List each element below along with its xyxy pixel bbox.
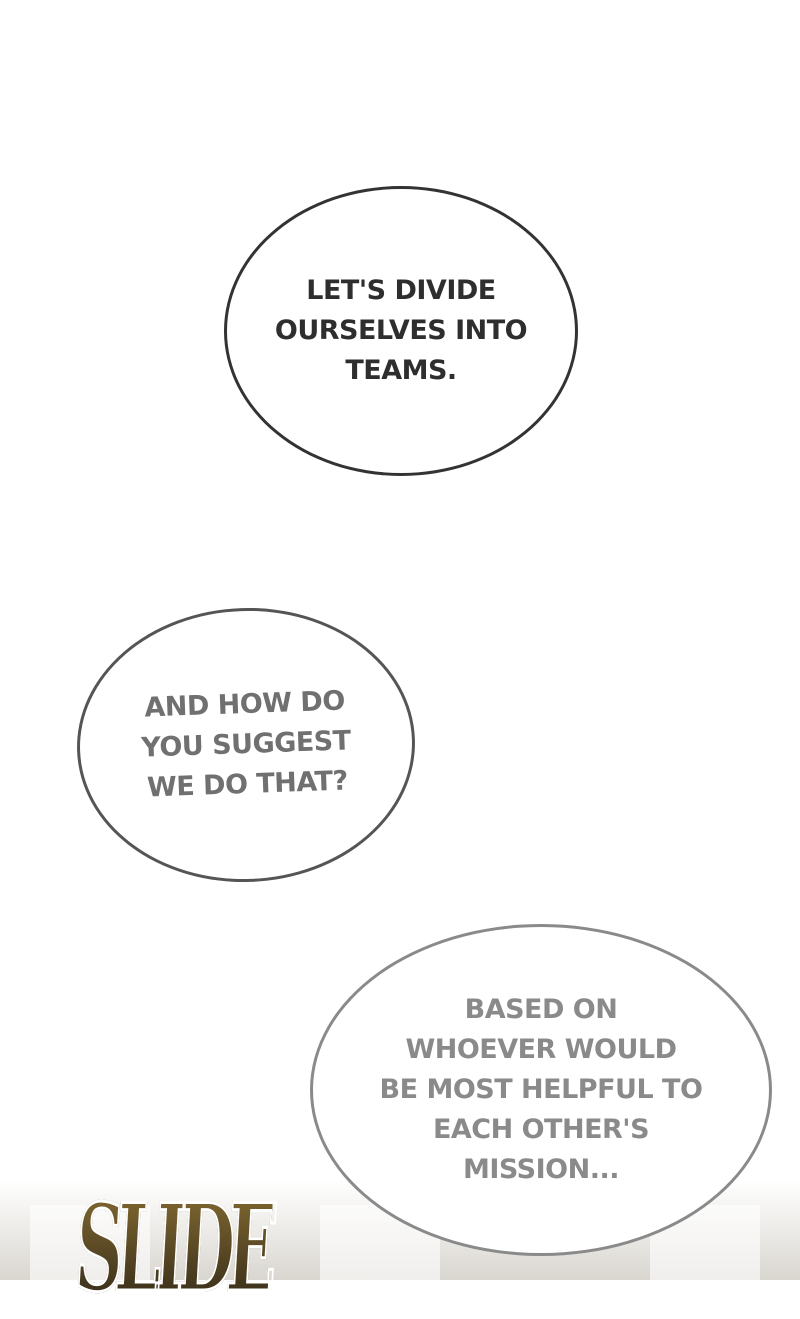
sound-effect-text: SLIDE [71, 1177, 275, 1319]
speech-text: LET'S DIVIDE OURSELVES INTO TEAMS. [274, 275, 528, 386]
speech-text: BASED ON WHOEVER WOULD BE MOST HELPFUL T… [379, 994, 703, 1185]
speech-bubble-2: AND HOW DO YOU SUGGEST WE DO THAT? [72, 602, 420, 888]
speech-text: AND HOW DO YOU SUGGEST WE DO THAT? [140, 685, 352, 804]
speech-bubble-1: LET'S DIVIDE OURSELVES INTO TEAMS. [224, 186, 578, 476]
speech-bubble-3: BASED ON WHOEVER WOULD BE MOST HELPFUL T… [310, 924, 772, 1256]
background-window [30, 1205, 150, 1280]
